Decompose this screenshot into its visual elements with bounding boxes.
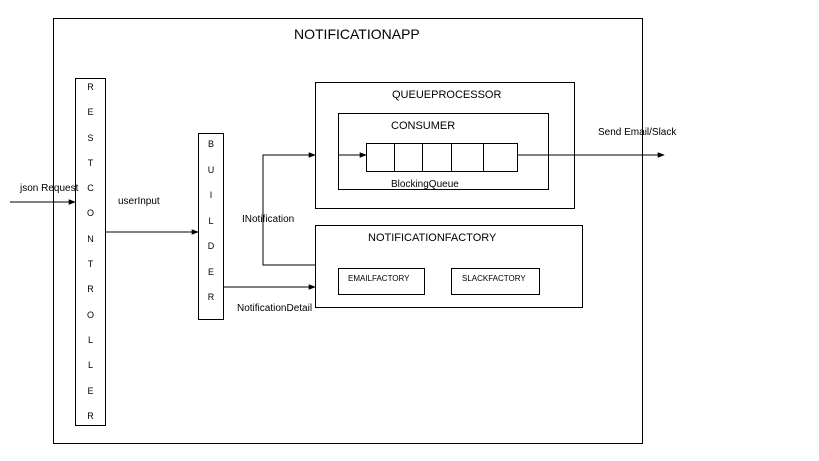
- builder-letter: R: [207, 292, 215, 302]
- json-request-label: json Request: [20, 183, 79, 194]
- queueprocessor-box: [315, 82, 575, 209]
- rest-controller-box: [75, 78, 106, 426]
- rest-controller-letter: L: [87, 360, 93, 371]
- consumer-title: CONSUMER: [391, 120, 456, 132]
- builder-label: B U I L D E R: [198, 140, 224, 302]
- rest-controller-letter: O: [86, 309, 94, 320]
- blocking-queue-label: BlockingQueue: [391, 179, 459, 190]
- rest-controller-letter: R: [87, 410, 94, 421]
- queueprocessor-title: QUEUEPROCESSOR: [392, 89, 502, 101]
- slackfactory-label: SLACKFACTORY: [462, 274, 526, 283]
- rest-controller-letter: T: [87, 157, 94, 168]
- rest-controller-letter: C: [87, 183, 94, 194]
- send-email-slack-label: Send Email/Slack: [598, 127, 677, 138]
- builder-letter: U: [207, 164, 215, 175]
- rest-controller-letter: S: [87, 132, 94, 143]
- rest-controller-letter: E: [87, 385, 94, 396]
- builder-letter: L: [208, 215, 214, 226]
- builder-letter: E: [207, 266, 214, 277]
- blocking-queue-cell: [483, 143, 518, 172]
- rest-controller-letter: T: [87, 259, 94, 270]
- rest-controller-letter: L: [87, 334, 93, 345]
- notificationfactory-title: NOTIFICATIONFACTORY: [368, 232, 497, 244]
- notification-detail-label: NotificationDetail: [237, 303, 313, 314]
- rest-controller-letter: N: [87, 233, 94, 244]
- notificationapp-title: NOTIFICATIONAPP: [294, 26, 420, 42]
- rest-controller-letter: R: [87, 82, 94, 92]
- inotification-label: INotification: [242, 214, 295, 225]
- builder-box: [198, 133, 224, 320]
- notificationapp-container: [53, 18, 643, 444]
- builder-letter: I: [209, 190, 213, 200]
- consumer-box: [338, 113, 549, 190]
- rest-controller-label: R E S T C O N T R O L L E R: [75, 83, 106, 421]
- builder-letter: B: [207, 139, 214, 149]
- rest-controller-letter: E: [87, 107, 94, 118]
- rest-controller-letter: O: [86, 208, 94, 219]
- emailfactory-box: [338, 268, 425, 295]
- notificationfactory-box: [315, 225, 583, 308]
- slackfactory-box: [451, 268, 540, 295]
- user-input-label: userInput: [118, 196, 160, 207]
- inotification-arrow: [262, 152, 316, 266]
- rest-controller-letter: R: [87, 284, 94, 295]
- emailfactory-label: EMAILFACTORY: [348, 274, 410, 283]
- builder-letter: D: [207, 241, 215, 251]
